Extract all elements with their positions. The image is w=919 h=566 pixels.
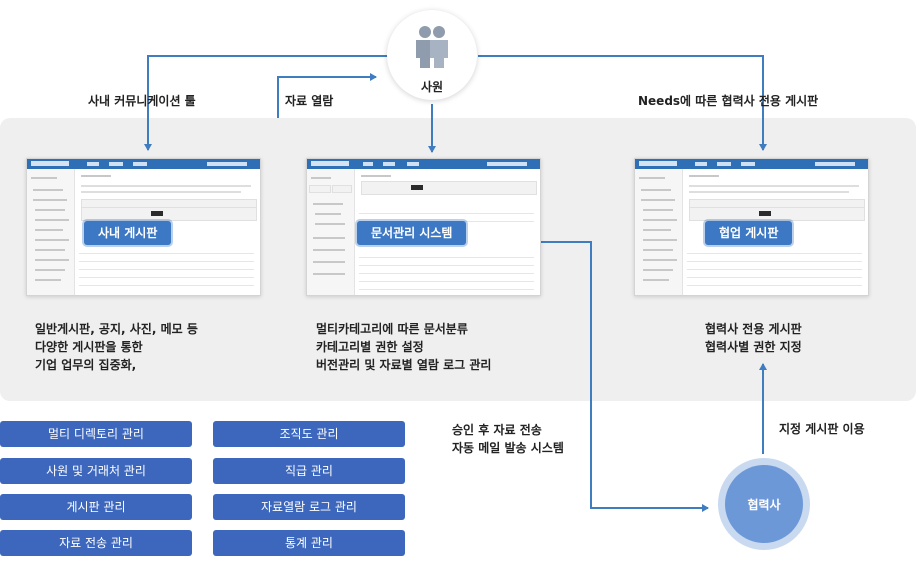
desc-line: 협력사 전용 게시판 [705, 322, 802, 336]
board-management-button[interactable]: 게시판 관리 [0, 494, 192, 520]
view-log-button[interactable]: 자료열람 로그 관리 [213, 494, 405, 520]
desc-document-system: 멀티카테고리에 따른 문서분류 카테고리별 권한 설정 버전관리 및 자료별 열… [316, 320, 491, 374]
flow-internal-comm-label: 사내 커뮤니케이션 툴 [88, 94, 196, 108]
partner-core: 협력사 [725, 465, 803, 543]
flow-needs-board-label: Needs에 따른 협력사 전용 게시판 [638, 94, 819, 108]
employee-node: 사원 [387, 10, 477, 100]
org-chart-button[interactable]: 조직도 관리 [213, 421, 405, 447]
tag-document-system: 문서관리 시스템 [357, 221, 467, 245]
partner-node: 협력사 [718, 458, 810, 550]
desc-internal-board: 일반게시판, 공지, 사진, 메모 등 다양한 게시판을 통한 기업 업무의 집… [35, 320, 198, 374]
flow-data-view-label: 자료 열람 [285, 94, 334, 108]
desc-line: 카테고리별 권한 설정 [316, 340, 424, 354]
job-grade-button[interactable]: 직급 관리 [213, 458, 405, 484]
desc-collab-board: 협력사 전용 게시판 협력사별 권한 지정 [705, 320, 802, 356]
desc-line: 협력사별 권한 지정 [705, 340, 802, 354]
desc-line: 다양한 게시판을 통한 [35, 340, 143, 354]
tag-internal-board: 사내 게시판 [84, 221, 172, 245]
desc-line: 기업 업무의 집중화, [35, 358, 137, 372]
tag-collab-board: 협업 게시판 [705, 221, 793, 245]
people-icon [416, 26, 448, 68]
desc-line: 일반게시판, 공지, 사진, 메모 등 [35, 322, 198, 336]
desc-line: 버전관리 및 자료별 열람 로그 관리 [316, 358, 492, 372]
multi-directory-button[interactable]: 멀티 디렉토리 관리 [0, 421, 192, 447]
approval-label: 승인 후 자료 전송 자동 메일 발송 시스템 [452, 421, 564, 457]
data-transfer-button[interactable]: 자료 전송 관리 [0, 530, 192, 556]
approval-line: 승인 후 자료 전송 [452, 423, 542, 437]
statistics-button[interactable]: 통계 관리 [213, 530, 405, 556]
screenshot-internal-board: 사내 게시판 [26, 158, 261, 296]
approval-line: 자동 메일 발송 시스템 [452, 441, 564, 455]
screenshot-collab-board: 협업 게시판 [634, 158, 869, 296]
employee-client-button[interactable]: 사원 및 거래처 관리 [0, 458, 192, 484]
employee-label: 사원 [420, 80, 444, 94]
screenshot-document-system: 문서관리 시스템 [306, 158, 541, 296]
partner-label: 협력사 [747, 498, 781, 512]
designated-board-label: 지정 게시판 이용 [779, 422, 865, 436]
desc-line: 멀티카테고리에 따른 문서분류 [316, 322, 468, 336]
